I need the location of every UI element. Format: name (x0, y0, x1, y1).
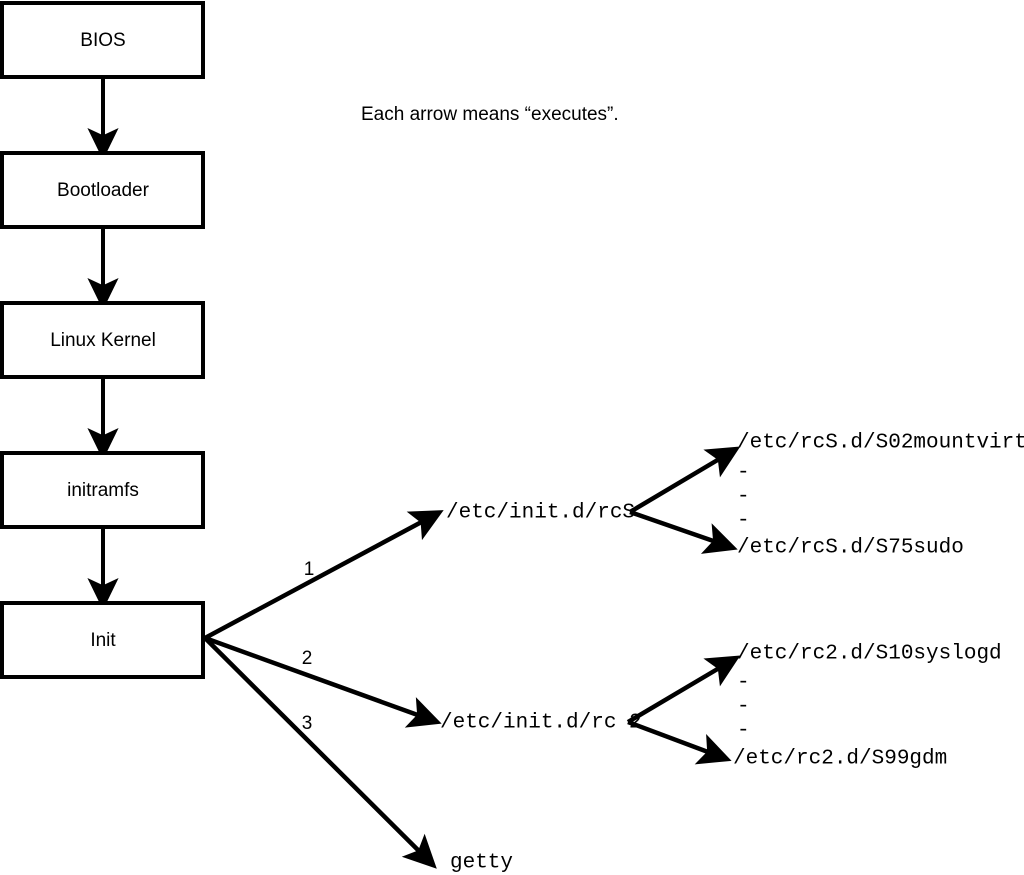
stage-box-linux-kernel-label: Linux Kernel (50, 330, 156, 351)
rc2-arrow-last (627, 719, 732, 765)
rc2-child-first: /etc/rc2.d/S10syslogd (737, 643, 1002, 666)
stage-box-init-label: Init (90, 630, 116, 651)
branch-arrow-2 (204, 635, 442, 728)
rc2-ellipsis-dash-1: - (737, 672, 750, 695)
stage-box-init-rect (0, 601, 205, 679)
stage-box-bios: BIOS (0, 1, 205, 79)
branch-number-2: 2 (302, 648, 313, 669)
branch-target-rc2: /etc/init.d/rc 2 (440, 712, 642, 735)
branch-arrow-3 (203, 636, 437, 869)
rc2-child-last: /etc/rc2.d/S99gdm (733, 748, 947, 771)
rcs-child-last: /etc/rcS.d/S75sudo (737, 537, 964, 560)
stage-box-bootloader: Bootloader (0, 151, 205, 229)
rcs-arrow-first (628, 446, 741, 514)
stage-box-bios-rect (0, 1, 205, 79)
rcs-arrow-last (629, 509, 738, 554)
rc2-ellipsis-dash-2: - (737, 696, 750, 719)
branch-target-rcs: /etc/init.d/rcS (446, 502, 635, 525)
stage-box-linux-kernel: Linux Kernel (0, 301, 205, 379)
stage-box-bootloader-label: Bootloader (57, 180, 150, 201)
stage-box-bios-label: BIOS (80, 30, 125, 51)
branch-arrow-1 (203, 510, 444, 640)
rcs-ellipsis-dash-3: - (737, 510, 750, 533)
branch-target-getty: getty (450, 852, 513, 875)
stage-box-linux-kernel-rect (0, 301, 205, 379)
diagram-caption: Each arrow means “executes”. (361, 104, 619, 125)
stage-box-initramfs: initramfs (0, 451, 205, 529)
rc2-ellipsis-dash-3: - (737, 720, 750, 743)
rcs-ellipsis-dash-1: - (737, 462, 750, 485)
stage-box-bootloader-rect (0, 151, 205, 229)
stage-box-initramfs-label: initramfs (67, 480, 139, 501)
branch-number-3: 3 (302, 713, 313, 734)
stage-box-init: Init (0, 601, 205, 679)
branch-number-1: 1 (304, 559, 315, 580)
rcs-ellipsis-dash-2: - (737, 486, 750, 509)
rc2-arrow-first (626, 655, 741, 724)
rcs-child-first: /etc/rcS.d/S02mountvirtfs (737, 432, 1024, 455)
